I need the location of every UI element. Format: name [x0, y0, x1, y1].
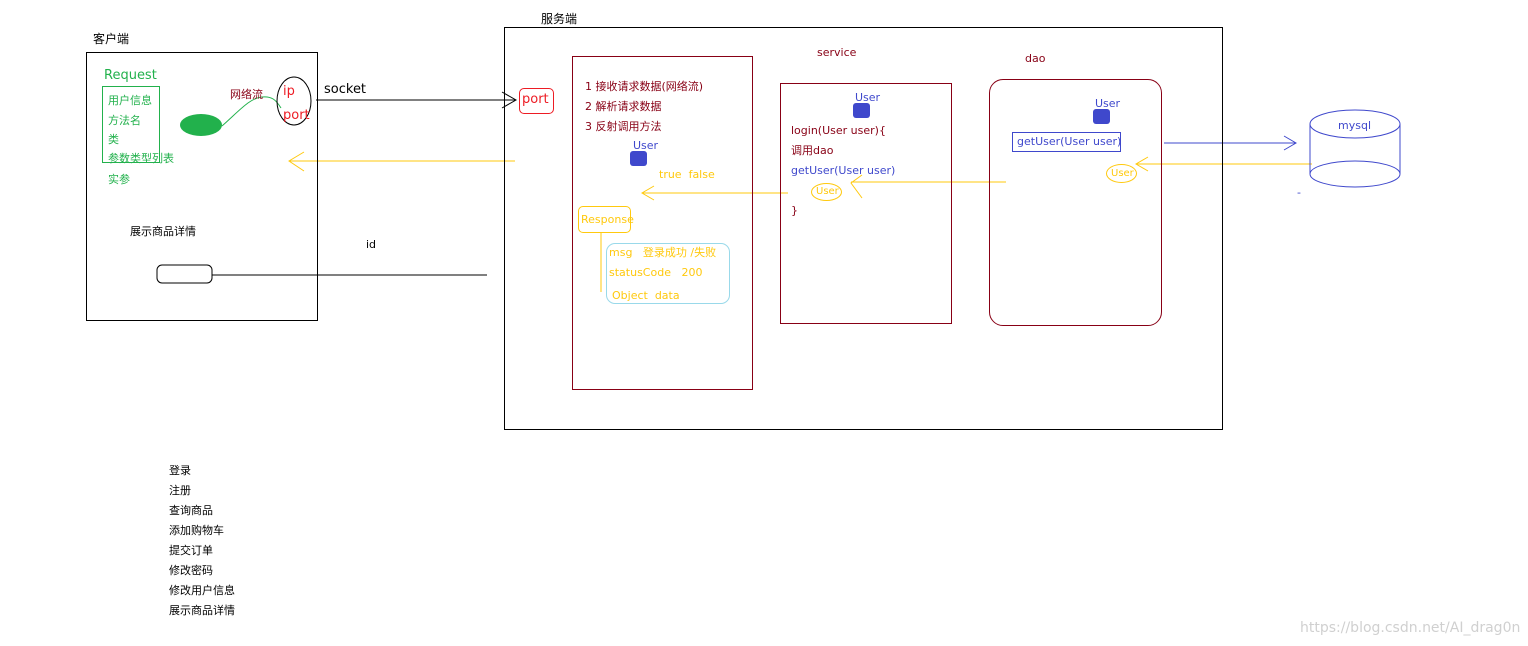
- service-returned-user-label: User: [816, 186, 839, 197]
- db-dash: -: [1297, 186, 1301, 199]
- response-field-msg: msg 登录成功 /失败: [609, 246, 717, 259]
- server-box: [504, 27, 1223, 430]
- response-field-status: statusCode 200: [609, 266, 703, 279]
- handler-user-label: User: [633, 139, 659, 152]
- service-returned-user-ellipse: [811, 183, 842, 201]
- dao-method-label: getUser(User user): [1017, 135, 1122, 148]
- function-item-register: 注册: [169, 484, 191, 497]
- request-title: Request: [104, 68, 157, 83]
- stream-blob: [180, 114, 222, 136]
- service-user-icon: [853, 103, 870, 118]
- request-item-args: 实参: [108, 173, 130, 186]
- request-item-user-info: 用户信息: [108, 94, 152, 107]
- function-item-user-info: 修改用户信息: [169, 584, 235, 597]
- service-code-close: }: [791, 204, 798, 217]
- service-user-label: User: [855, 91, 881, 104]
- socket-arrow-head: [501, 91, 518, 109]
- dao-user-label: User: [1095, 97, 1121, 110]
- dao-user-icon: [1093, 109, 1110, 124]
- function-item-detail: 展示商品详情: [169, 604, 235, 617]
- ip-port-ellipse: [276, 76, 312, 126]
- server-title: 服务端: [541, 12, 578, 26]
- dao-box: [989, 79, 1162, 326]
- response-fields-box: [606, 243, 730, 304]
- mysql-label: mysql: [1338, 119, 1371, 132]
- service-code-call-dao: 调用dao: [791, 144, 834, 157]
- stream-label: 网络流: [230, 88, 263, 101]
- response-arrow-head: [288, 151, 305, 172]
- handler-step-1: 1 接收请求数据(网络流): [585, 80, 704, 93]
- function-item-login: 登录: [169, 464, 191, 477]
- server-port-box: [519, 88, 554, 114]
- id-label: id: [366, 238, 377, 251]
- request-box: [102, 86, 160, 163]
- socket-label: socket: [324, 82, 367, 97]
- server-port-label: port: [522, 92, 549, 107]
- function-item-order: 提交订单: [169, 544, 213, 557]
- service-code-login: login(User user){: [791, 124, 886, 137]
- dao-returned-user-ellipse: [1106, 164, 1137, 183]
- watermark: https://blog.csdn.net/AI_drag0n: [1300, 620, 1521, 636]
- response-field-data: Object data: [612, 289, 680, 302]
- service-title: service: [817, 46, 857, 59]
- port-label-client: port: [283, 108, 310, 123]
- db-to-dao-head: [1135, 156, 1149, 172]
- response-box: [578, 206, 631, 233]
- service-to-handler-head: [641, 185, 655, 201]
- dao-to-service-head: [850, 174, 863, 199]
- dao-to-db-head: [1283, 135, 1297, 151]
- handler-box: [572, 56, 753, 390]
- detail-input-shape: [156, 264, 213, 284]
- handler-step-3: 3 反射调用方法: [585, 120, 662, 133]
- show-detail-label: 展示商品详情: [130, 225, 196, 238]
- dao-method-box: [1012, 132, 1121, 152]
- client-title: 客户端: [93, 32, 130, 46]
- dao-title: dao: [1025, 52, 1046, 65]
- request-item-class: 类: [108, 133, 119, 146]
- request-item-method: 方法名: [108, 114, 141, 127]
- handler-result-label: true false: [659, 168, 715, 181]
- ip-label: ip: [283, 84, 295, 99]
- mysql-cylinder: [1309, 109, 1401, 188]
- response-label: Response: [581, 213, 634, 226]
- request-item-param-types: 参数类型列表: [108, 152, 174, 165]
- function-item-cart: 添加购物车: [169, 524, 224, 537]
- handler-user-icon: [630, 151, 647, 166]
- service-box: [780, 83, 952, 324]
- dao-returned-user-label: User: [1111, 168, 1134, 179]
- handler-step-2: 2 解析请求数据: [585, 100, 662, 113]
- function-item-password: 修改密码: [169, 564, 213, 577]
- service-code-getuser: getUser(User user): [791, 164, 896, 177]
- client-box: [86, 52, 318, 321]
- function-item-query: 查询商品: [169, 504, 213, 517]
